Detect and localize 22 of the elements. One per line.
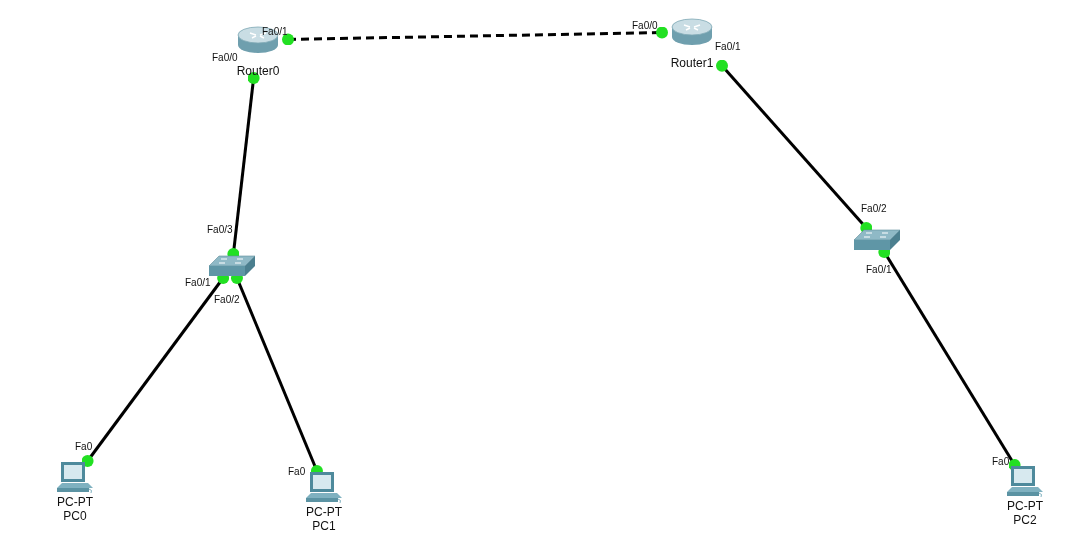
port-label: Fa0/0 — [632, 20, 658, 32]
port-label: Fa0 — [992, 456, 1010, 468]
device-label: Router0 — [236, 64, 280, 78]
port-label: Fa0/1 — [866, 264, 892, 276]
device-label: PC1 — [312, 519, 336, 533]
port-label: Fa0 — [75, 441, 93, 453]
device-label: PC-PT — [57, 495, 93, 509]
port-label: Fa0/1 — [715, 41, 741, 53]
device-label: PC2 — [1013, 513, 1037, 527]
device-label: Router1 — [670, 56, 714, 70]
device-label: PC-PT — [1007, 499, 1043, 513]
link-line — [716, 59, 873, 234]
port-label: Fa0/2 — [861, 203, 887, 215]
port-label: Fa0/1 — [262, 26, 288, 38]
port-label: Fa0/0 — [212, 52, 238, 64]
port-label: Fa0 — [288, 466, 306, 478]
port-label: Fa0/1 — [185, 277, 211, 289]
dashed-link-line — [282, 26, 668, 46]
port-label: Fa0/3 — [207, 224, 233, 236]
port-label: Fa0/2 — [214, 294, 240, 306]
device-label: PC-PT — [306, 505, 342, 519]
device-label: PC0 — [63, 509, 87, 523]
